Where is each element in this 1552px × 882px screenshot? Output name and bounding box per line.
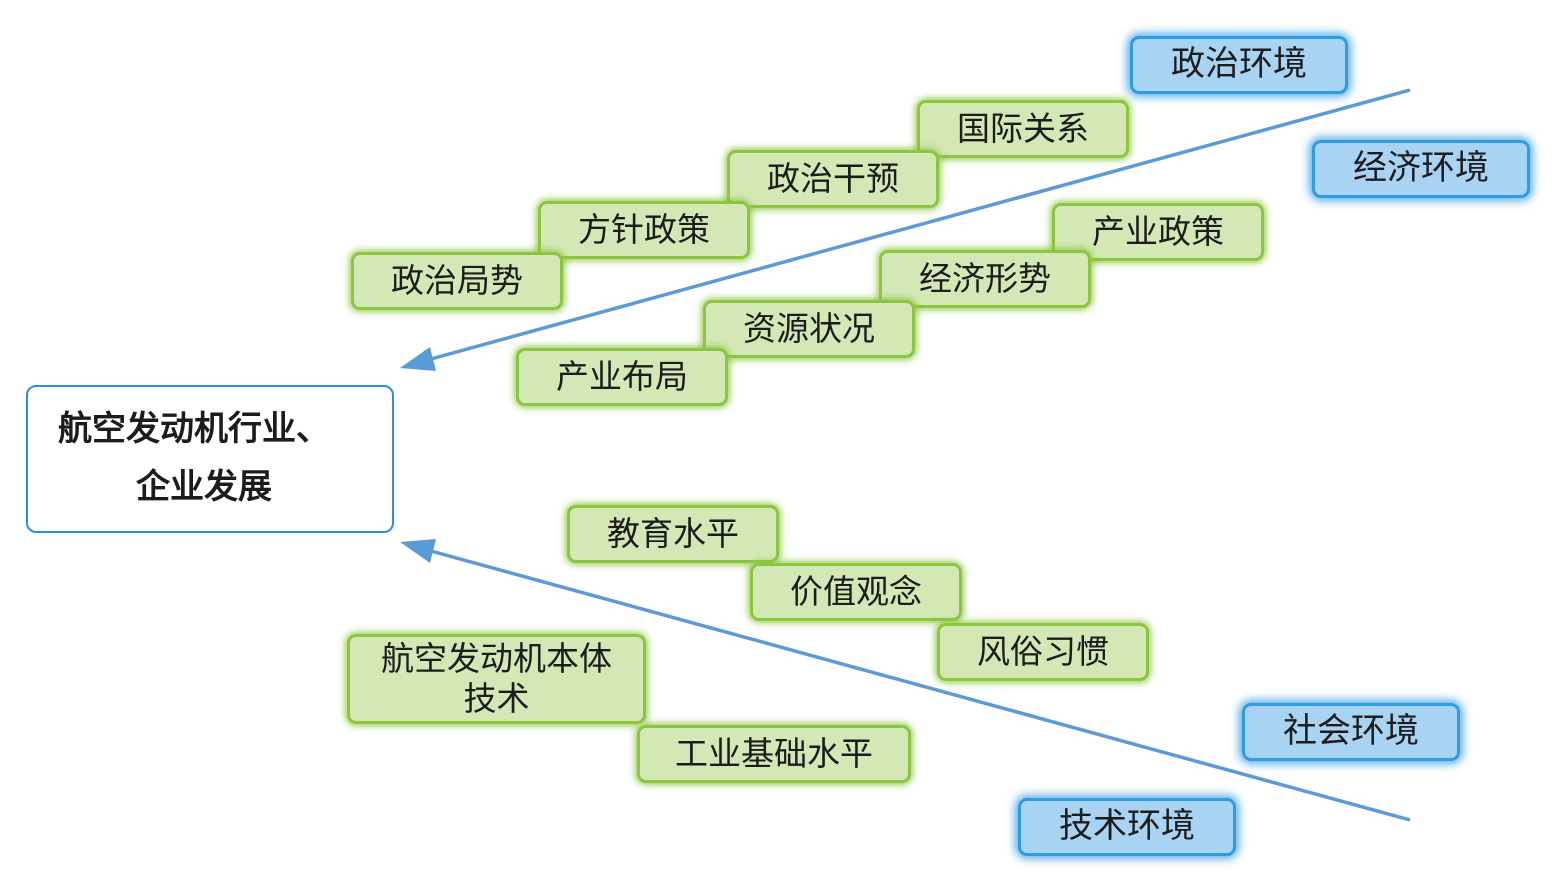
main-subject-box: 航空发动机行业、 企业发展 (26, 385, 394, 533)
factor-education-level: 教育水平 (567, 505, 779, 563)
factor-industrial-layout: 产业布局 (516, 348, 728, 406)
upper-arrow (419, 88, 1411, 364)
factor-engine-technology: 航空发动机本体 技术 (347, 634, 646, 724)
factor-international-relations: 国际关系 (917, 100, 1129, 158)
factor-resource-status: 资源状况 (703, 300, 915, 358)
main-subject-line1: 航空发动机行业、 (58, 409, 330, 450)
factor-engine-technology-line2: 技术 (463, 679, 530, 718)
factor-customs-habits: 风俗习惯 (937, 623, 1149, 681)
upper-arrowhead (400, 347, 436, 371)
lower-arrow (419, 546, 1411, 822)
factor-political-situation: 政治局势 (351, 252, 563, 310)
factor-industrial-base-level: 工业基础水平 (637, 725, 911, 783)
factor-values: 价值观念 (750, 563, 962, 621)
factor-economic-situation: 经济形势 (879, 250, 1091, 308)
category-political-environment: 政治环境 (1130, 36, 1348, 94)
category-technology-environment: 技术环境 (1018, 798, 1236, 856)
category-social-environment: 社会环境 (1242, 703, 1460, 761)
lower-arrowhead (400, 539, 436, 563)
category-economic-environment: 经济环境 (1312, 140, 1530, 198)
factor-policies: 方针政策 (538, 201, 750, 259)
factor-political-intervention: 政治干预 (727, 150, 939, 208)
main-subject-line2: 企业发展 (136, 467, 272, 507)
factor-engine-technology-line1: 航空发动机本体 (381, 639, 612, 679)
